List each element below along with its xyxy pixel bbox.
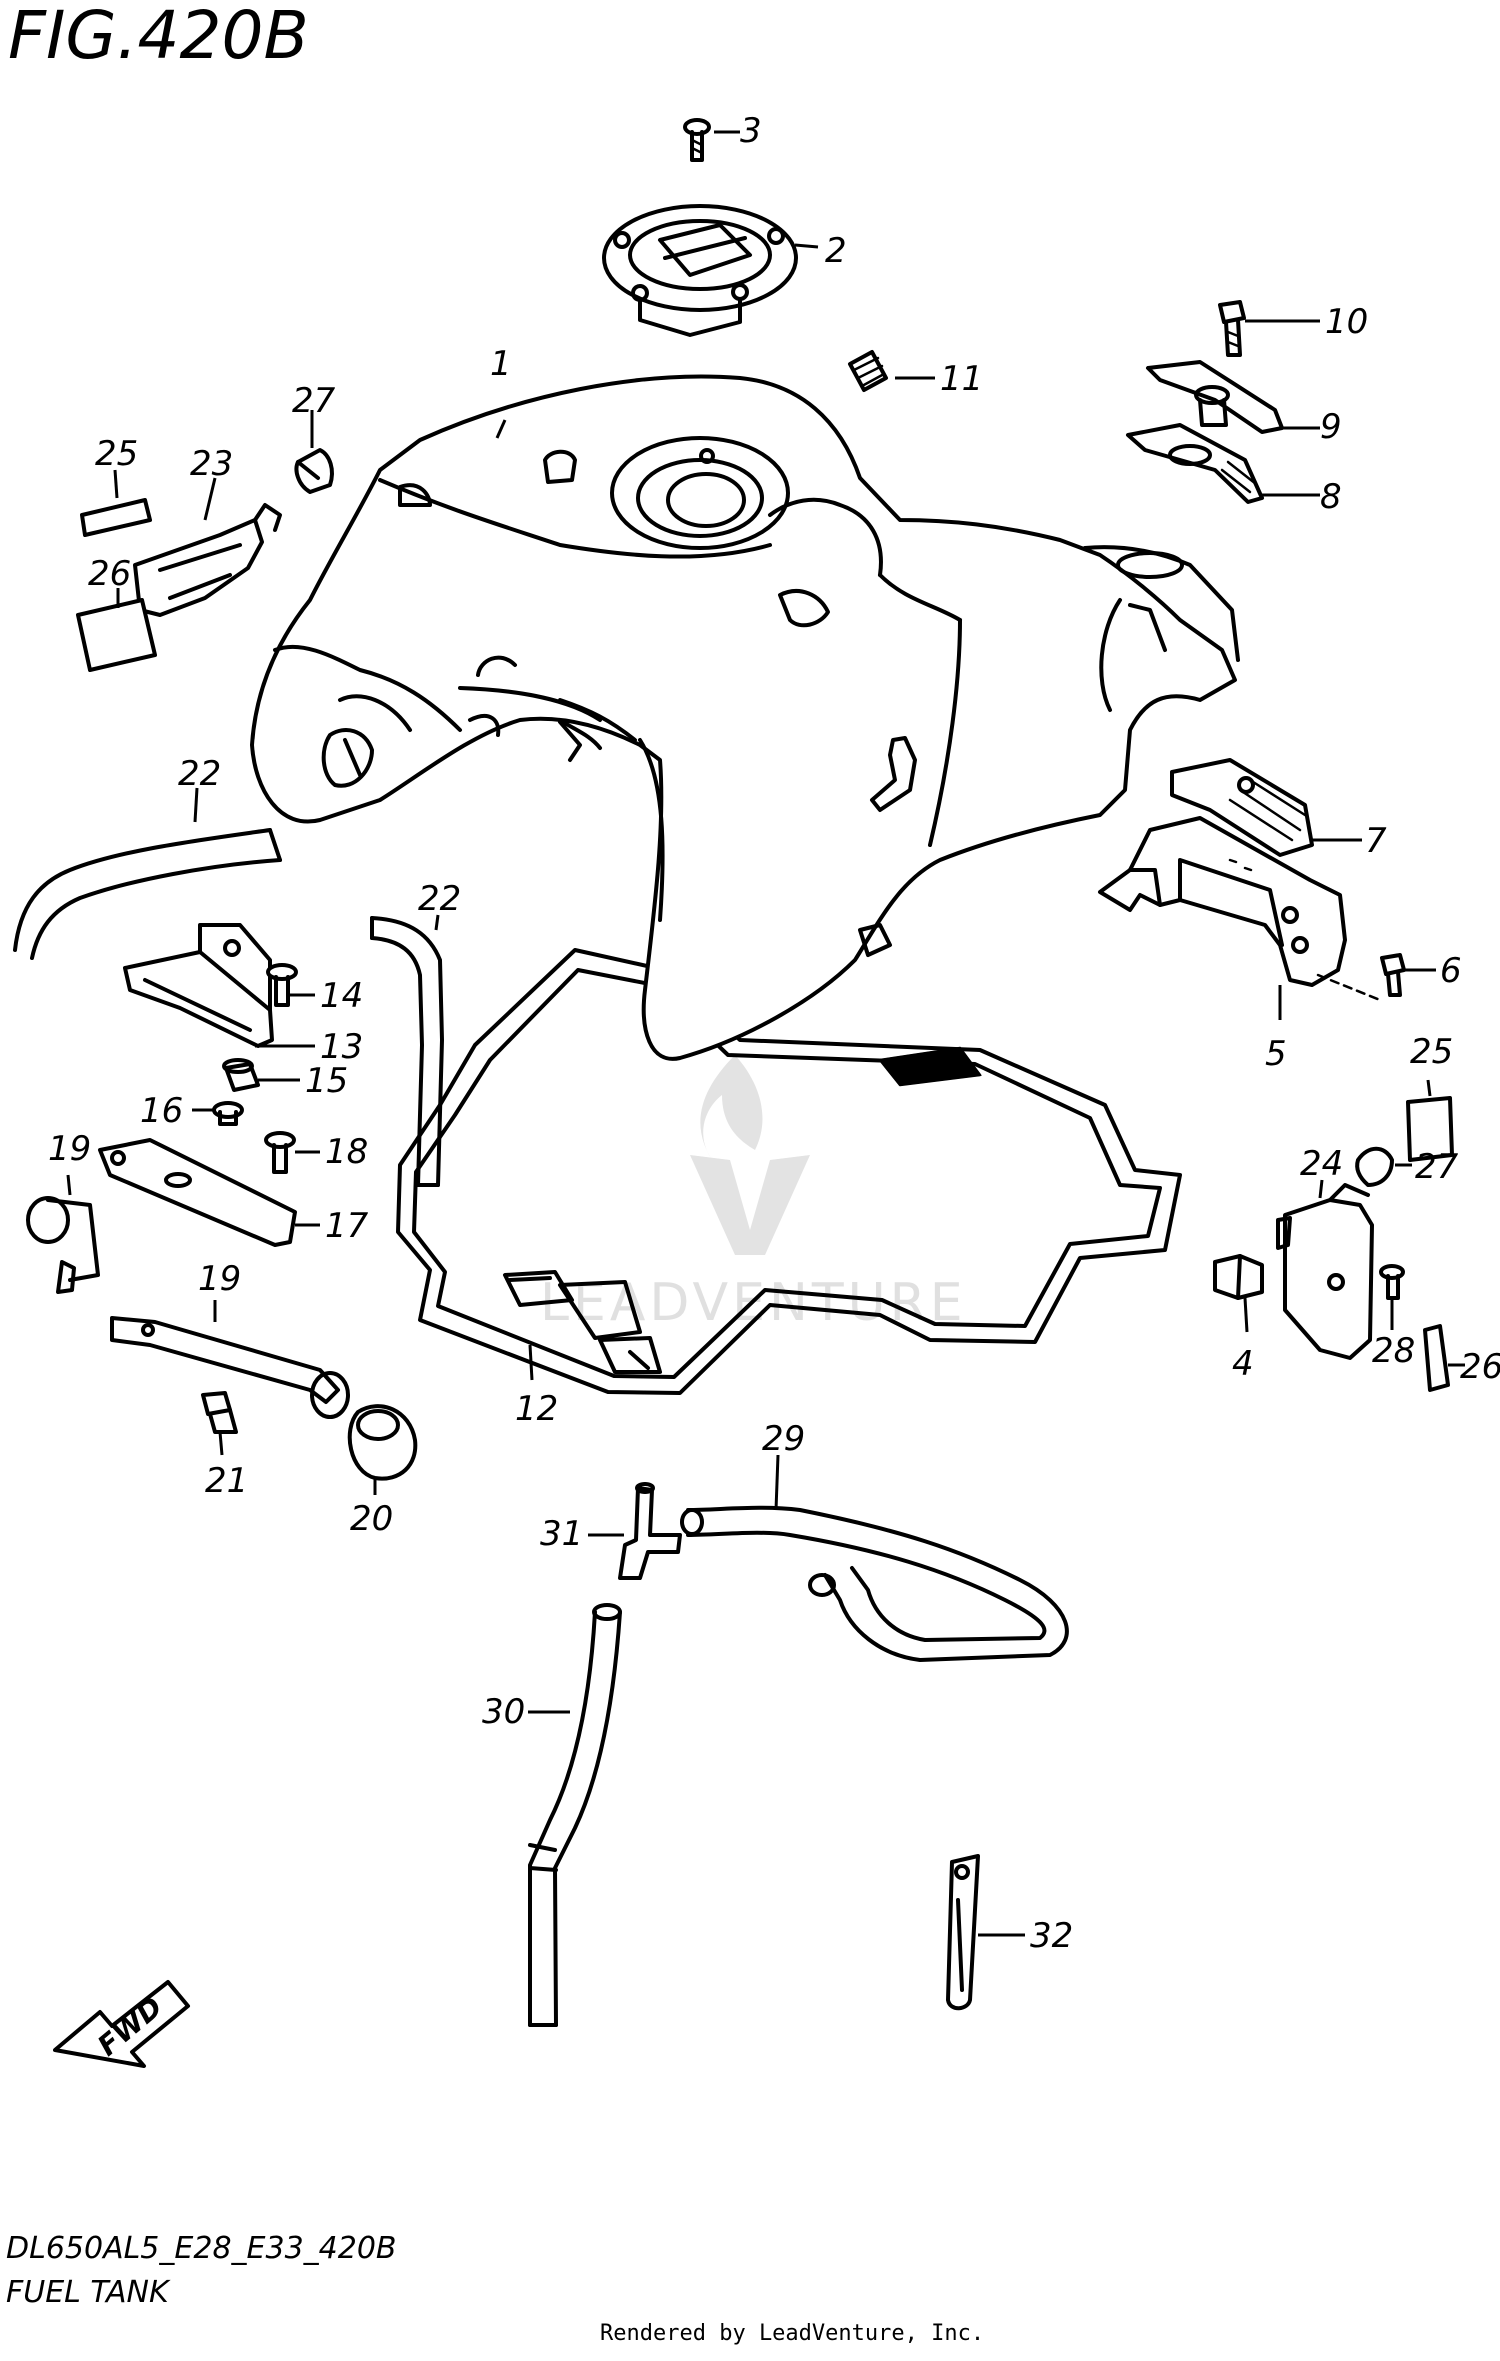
callout-24: 24 [1300, 1144, 1343, 1184]
callout-6: 6 [1440, 951, 1462, 991]
part-8-plate [1126, 423, 1264, 504]
callout-26a: 26 [88, 554, 131, 594]
render-credit: Rendered by LeadVenture, Inc. [600, 2321, 984, 2346]
part-3-screw [683, 118, 711, 162]
callout-31: 31 [540, 1514, 583, 1554]
part-1-fuel-tank [250, 374, 1240, 1061]
part-22-hose-left [13, 828, 272, 952]
callout-13: 13 [320, 1027, 363, 1067]
figure-name: FUEL TANK [6, 2275, 171, 2310]
part-20-grommet [347, 1404, 418, 1481]
part-17-bracket [98, 1138, 297, 1247]
callout-8: 8 [1320, 477, 1342, 517]
callout-28: 28 [1372, 1331, 1415, 1371]
part-26-label-left [76, 598, 157, 672]
callout-17: 17 [325, 1206, 369, 1246]
part-6-bolt [1380, 953, 1406, 997]
callout-25b: 25 [1410, 1032, 1453, 1072]
part-28-screw [1379, 1264, 1405, 1300]
part-25-label-right [1406, 1096, 1454, 1162]
callout-20: 20 [350, 1499, 393, 1539]
part-2-fuel-cap [602, 204, 798, 337]
part-12-tank-pad [396, 948, 1182, 1395]
callout-10: 10 [1325, 302, 1368, 342]
callout-27a: 27 [292, 381, 336, 421]
part-14-bolt [266, 963, 298, 1007]
callout-7: 7 [1365, 821, 1387, 861]
part-5-bracket [1098, 816, 1382, 1002]
part-13-bracket [123, 923, 274, 1048]
fwd-arrow: FWD [53, 1980, 190, 2068]
callouts: 1 2 3 4 5 6 7 8 9 10 11 12 13 14 15 16 1… [48, 111, 1500, 1956]
callout-22a: 22 [178, 754, 221, 794]
part-18-bolt [264, 1131, 296, 1174]
part-22-hose-center [370, 916, 444, 1187]
callout-4: 4 [1232, 1344, 1254, 1384]
callout-29: 29 [762, 1419, 805, 1459]
part-19-hook [26, 1196, 100, 1294]
callout-12: 12 [515, 1389, 558, 1429]
callout-19b: 19 [198, 1259, 241, 1299]
part-31-fitting [618, 1482, 682, 1580]
part-19-strap [110, 1316, 350, 1419]
part-16-collar [212, 1101, 244, 1126]
part-26-label-right [1423, 1324, 1450, 1392]
callout-15: 15 [305, 1061, 348, 1101]
callout-26b: 26 [1460, 1347, 1500, 1387]
part-25-label-left [80, 498, 152, 537]
part-15-grommet [222, 1058, 260, 1092]
callout-27b: 27 [1415, 1147, 1459, 1187]
part-27-cap-right [1355, 1146, 1394, 1187]
part-7-cushion [1170, 758, 1314, 857]
leader-lines [66, 130, 1465, 1937]
model-code: DL650AL5_E28_E33_420B [6, 2231, 397, 2266]
part-9-bracket [1146, 360, 1284, 434]
callout-9: 9 [1320, 407, 1342, 447]
part-29-hose [686, 1505, 1069, 1662]
callout-19a: 19 [48, 1129, 91, 1169]
part-10-bolt [1218, 300, 1246, 357]
watermark-logo: LEADVENTURE [540, 1055, 963, 1333]
part-27-cap-left [294, 448, 334, 494]
part-24-bracket [1276, 1183, 1374, 1360]
callout-5: 5 [1265, 1034, 1287, 1074]
part-11-clip [848, 350, 888, 392]
callout-23: 23 [190, 444, 233, 484]
callout-30: 30 [482, 1692, 525, 1732]
part-23-bracket [133, 503, 282, 617]
callout-2: 2 [825, 231, 847, 271]
part-32-clamp [946, 1854, 980, 2011]
callout-16: 16 [140, 1091, 183, 1131]
callout-21: 21 [205, 1461, 248, 1501]
callout-18: 18 [325, 1132, 368, 1172]
part-4-clamp [1213, 1254, 1264, 1300]
callout-11: 11 [940, 359, 983, 399]
callout-25a: 25 [95, 434, 138, 474]
callout-22b: 22 [418, 879, 461, 919]
callout-32: 32 [1030, 1916, 1073, 1956]
callout-3: 3 [740, 111, 762, 151]
part-30-hose [528, 1610, 597, 2027]
callout-14: 14 [320, 976, 363, 1016]
callout-1: 1 [490, 344, 512, 384]
part-21-bolt [201, 1391, 238, 1434]
figure-title: FIG.420B [8, 0, 309, 74]
